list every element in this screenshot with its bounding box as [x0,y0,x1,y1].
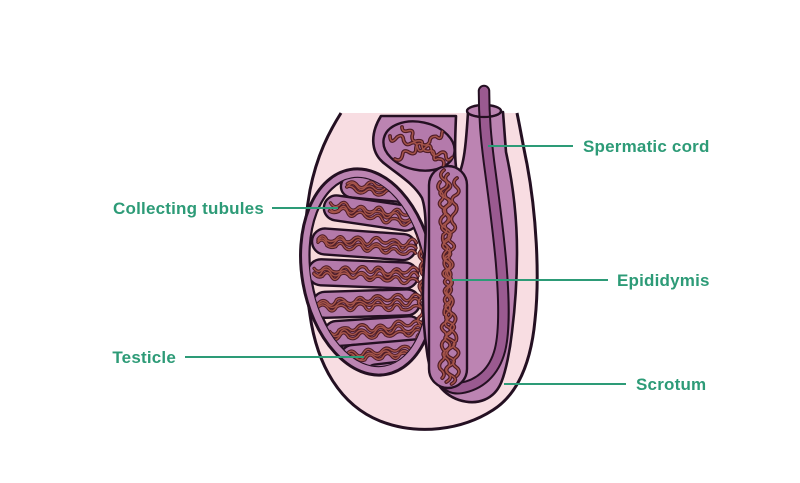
epididymis-head-tubules [388,125,455,168]
vas-deferens [436,86,508,393]
cord-top-rim [465,110,503,119]
label-collecting-tubules: Collecting tubules [113,199,264,218]
label-scrotum: Scrotum [636,375,706,394]
label-testicle: Testicle [112,348,176,367]
label-epididymis: Epididymis [617,271,710,290]
epididymis-duct-tubules [436,168,461,386]
label-spermatic-cord: Spermatic cord [583,137,710,156]
labels: Spermatic cord Collecting tubules Epidid… [112,137,709,394]
